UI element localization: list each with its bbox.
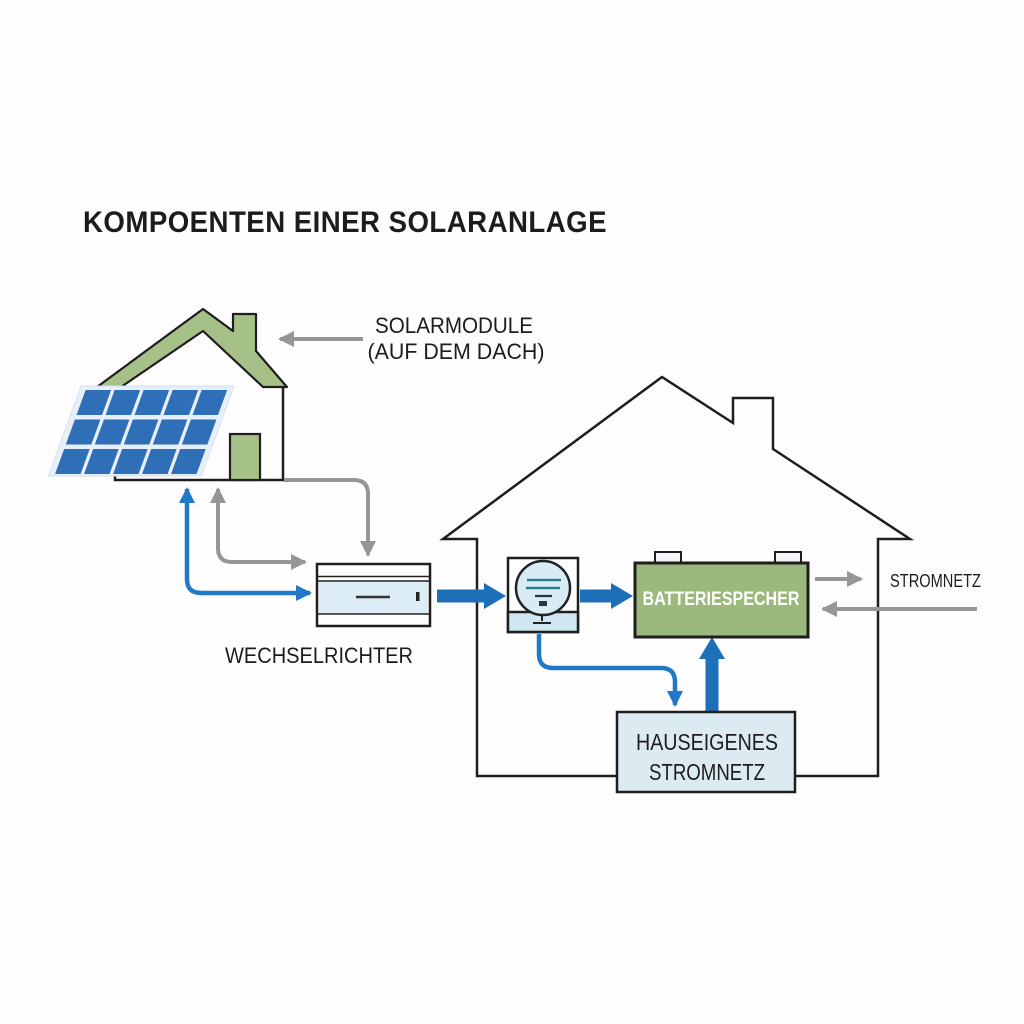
- battery-label: BATTERIESPECHER: [643, 589, 800, 610]
- solar-panel-grid-icon: [47, 385, 235, 477]
- solar-panel-cell: [152, 419, 188, 445]
- solar-panel-cell: [123, 419, 159, 445]
- inverter-box-icon: [315, 562, 432, 628]
- home-grid-label-line2: STROMNETZ: [649, 759, 765, 785]
- house-outline-icon: [439, 375, 915, 778]
- inverter-led: [416, 592, 420, 601]
- battery-body: [633, 561, 810, 639]
- panel-to-inverter-blue-flow-arrow: [179, 487, 312, 601]
- page-title: KOMPOENTEN EINER SOLARANLAGE: [83, 206, 607, 239]
- meter-dial-dot: [539, 601, 547, 606]
- solar-panel-cell: [76, 390, 112, 415]
- battery-terminal: [654, 551, 682, 564]
- inverter-label: WECHSELRICHTER: [225, 643, 413, 668]
- solar-panel-cell: [192, 390, 228, 415]
- solar-panel-cell: [181, 419, 217, 445]
- solar-panel-cell: [55, 449, 90, 474]
- house-to-inverter-gray-arrow: [284, 478, 376, 557]
- battery-terminal: [774, 551, 802, 564]
- small-house-door: [228, 432, 262, 482]
- solar-panel-cell: [84, 449, 119, 474]
- solar-panel-cell: [113, 449, 148, 474]
- grid-label: STROMNETZ: [890, 571, 981, 591]
- solar-panel-cell: [171, 449, 206, 474]
- solarmodule-label-line1: SOLARMODULE: [375, 313, 533, 338]
- home-grid-rect: [615, 710, 797, 794]
- panel-inverter-gray-flow-arrow: [210, 487, 307, 570]
- home-grid-box: HAUSEIGENES STROMNETZ: [615, 710, 797, 794]
- solar-panel-cell: [134, 390, 170, 415]
- electricity-meter-icon: [506, 556, 580, 634]
- solar-panel-cell: [65, 419, 101, 445]
- meter-to-homegrid-arrow: [536, 634, 683, 707]
- small-house-roof: [95, 307, 289, 389]
- home-grid-label-line1: HAUSEIGENES: [636, 729, 778, 755]
- solar-panel-cell: [163, 390, 199, 415]
- solarmodule-label-line2: (AUF DEM DACH): [368, 339, 545, 364]
- solar-panel-cell: [94, 419, 130, 445]
- solar-panel-cell: [105, 390, 141, 415]
- solar-house-icon: [47, 307, 289, 482]
- battery-storage-icon: BATTERIESPECHER: [633, 551, 810, 639]
- solar-panel-cell: [142, 449, 177, 474]
